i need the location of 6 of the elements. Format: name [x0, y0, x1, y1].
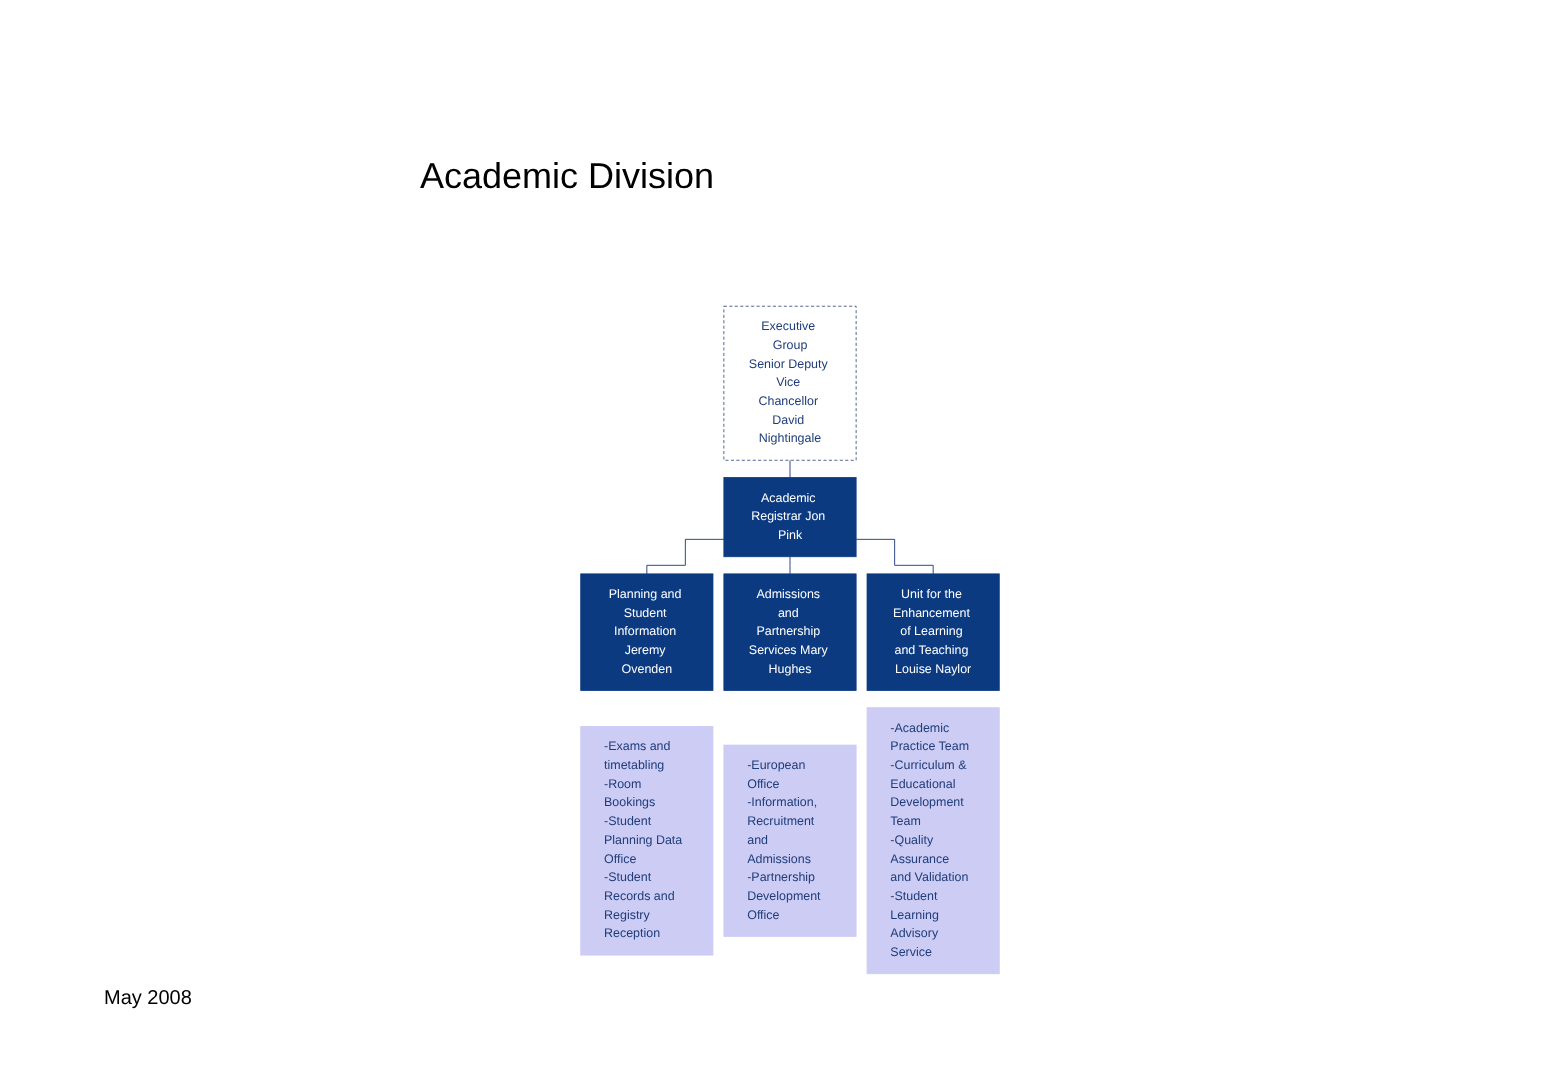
connector — [789, 556, 791, 575]
title: Academic Division — [420, 156, 715, 198]
date-note: May 2008 — [104, 988, 192, 1010]
connector — [789, 459, 791, 478]
connector — [646, 538, 725, 575]
connector — [855, 538, 934, 575]
